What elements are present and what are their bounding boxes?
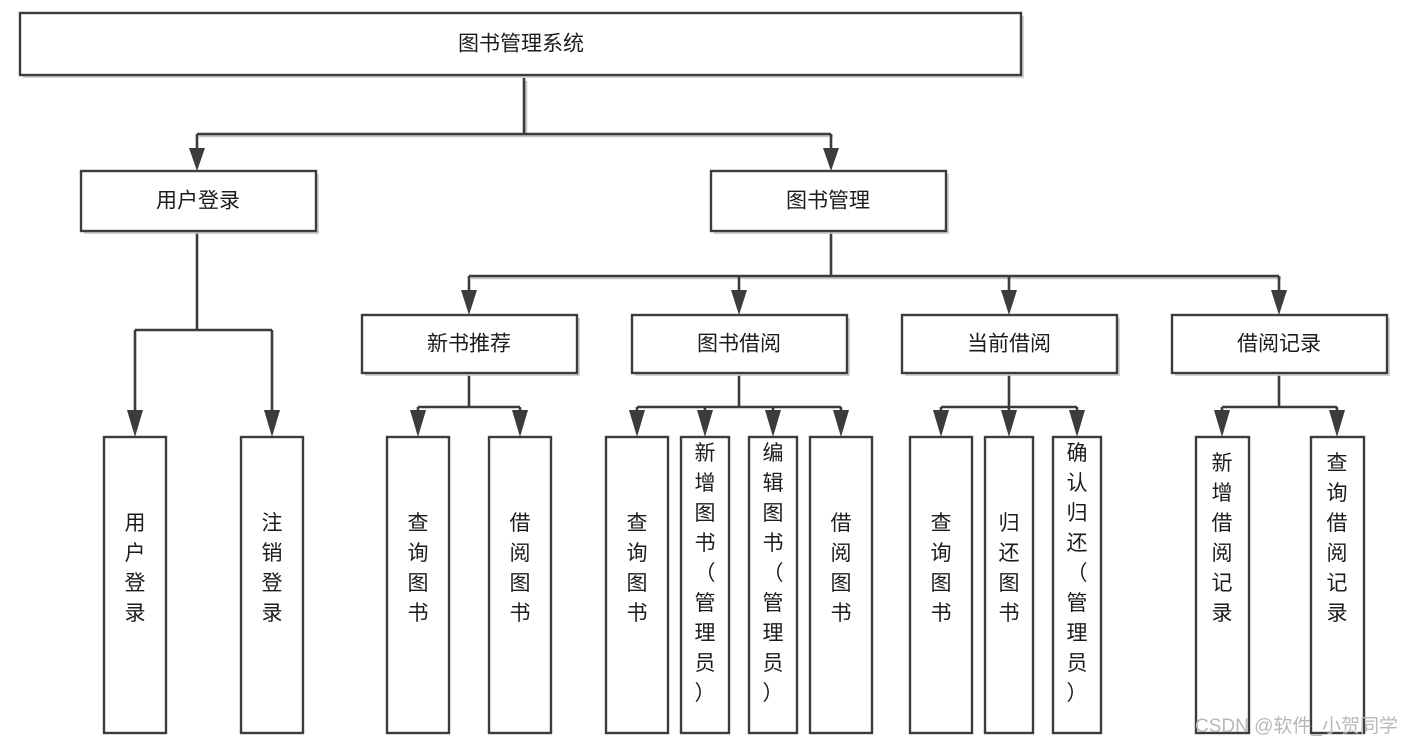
arrow-head-leaf-query-record — [1329, 410, 1345, 437]
node-leaf-confirm-return-box[interactable] — [1051, 435, 1103, 735]
node-leaf-user-logout[interactable]: 注销登录 — [239, 435, 305, 735]
node-leaf-edit-book[interactable]: 编辑图书（管理员） — [747, 435, 799, 735]
arrow-head-leaf-query-book-2 — [629, 410, 645, 437]
connector-layer — [127, 78, 1345, 437]
node-leaf-add-record-box[interactable] — [1194, 435, 1251, 735]
node-leaf-query-book-2[interactable]: 查询图书 — [604, 435, 670, 735]
arrow-head-leaf-query-book-1 — [410, 410, 426, 437]
node-user-login-box[interactable] — [79, 169, 318, 233]
node-leaf-user-logout-label: 注销登录 — [262, 512, 283, 625]
node-leaf-add-record[interactable]: 新增借阅记录 — [1194, 435, 1251, 735]
node-leaf-user-login[interactable]: 用户登录 — [102, 435, 168, 735]
node-new-book-recommend-box[interactable] — [360, 313, 579, 375]
node-root-label: 图书管理系统 — [458, 33, 584, 56]
node-current-borrow-label: 当前借阅 — [967, 333, 1051, 356]
node-leaf-query-book-1[interactable]: 查询图书 — [385, 435, 451, 735]
arrow-head-leaf-borrow-book-2 — [833, 410, 849, 437]
node-leaf-confirm-return-label: 确认归还（管理员） — [1067, 442, 1088, 705]
node-leaf-return-book-box[interactable] — [983, 435, 1035, 735]
node-root-box[interactable] — [18, 11, 1023, 77]
node-borrow-record-label: 借阅记录 — [1237, 333, 1321, 356]
node-leaf-return-book[interactable]: 归还图书 — [983, 435, 1035, 735]
node-leaf-query-record[interactable]: 查询借阅记录 — [1309, 435, 1366, 735]
node-book-management-label: 图书管理 — [786, 190, 870, 213]
node-leaf-query-record-box[interactable] — [1309, 435, 1366, 735]
arrow-head-leaf-edit-book — [765, 410, 781, 437]
arrow-head-leaf-add-book — [697, 410, 713, 437]
arrow-head-borrow-record — [1271, 290, 1287, 315]
node-leaf-edit-book-label: 编辑图书（管理员） — [763, 442, 784, 705]
node-leaf-query-record-label: 查询借阅记录 — [1327, 452, 1348, 625]
node-leaf-return-book-label: 归还图书 — [999, 512, 1020, 625]
csdn-watermark: CSDN @软件_小贺同学 — [1195, 715, 1398, 737]
node-book-borrow-box[interactable] — [630, 313, 849, 375]
node-book-borrow-label: 图书借阅 — [697, 333, 781, 356]
node-book-management[interactable]: 图书管理 — [709, 169, 949, 234]
node-new-book-recommend[interactable]: 新书推荐 — [360, 313, 580, 376]
node-leaf-borrow-book-1-label: 借阅图书 — [510, 512, 531, 625]
node-leaf-query-book-2-box[interactable] — [604, 435, 670, 735]
node-leaf-borrow-book-2[interactable]: 借阅图书 — [808, 435, 874, 735]
node-leaf-borrow-book-1-box[interactable] — [487, 435, 553, 735]
arrow-head-leaf-user-logout — [264, 410, 280, 437]
node-book-management-box[interactable] — [709, 169, 948, 233]
node-leaf-user-login-label: 用户登录 — [125, 512, 146, 625]
node-leaf-borrow-book-2-label: 借阅图书 — [831, 512, 852, 625]
node-leaf-query-book-1-label: 查询图书 — [408, 512, 429, 625]
node-leaf-query-book-1-box[interactable] — [385, 435, 451, 735]
node-leaf-borrow-book-1[interactable]: 借阅图书 — [487, 435, 553, 735]
arrow-head-leaf-query-book-3 — [933, 410, 949, 437]
node-leaf-user-login-box[interactable] — [102, 435, 168, 735]
node-leaf-query-book-3[interactable]: 查询图书 — [908, 435, 974, 735]
node-leaf-query-book-2-label: 查询图书 — [627, 512, 648, 625]
node-root[interactable]: 图书管理系统 — [18, 11, 1024, 78]
node-user-login-label: 用户登录 — [156, 190, 240, 213]
arrow-head-leaf-add-record — [1214, 410, 1230, 437]
node-current-borrow-box[interactable] — [900, 313, 1119, 375]
node-new-book-recommend-label: 新书推荐 — [427, 333, 511, 356]
arrow-head-leaf-user-login — [127, 410, 143, 437]
node-leaf-add-book[interactable]: 新增图书（管理员） — [679, 435, 731, 735]
node-current-borrow[interactable]: 当前借阅 — [900, 313, 1120, 376]
node-leaf-query-book-3-label: 查询图书 — [931, 512, 952, 625]
node-leaf-add-book-label: 新增图书（管理员） — [695, 442, 716, 705]
node-borrow-record[interactable]: 借阅记录 — [1170, 313, 1390, 376]
node-borrow-record-box[interactable] — [1170, 313, 1389, 375]
node-leaf-confirm-return[interactable]: 确认归还（管理员） — [1051, 435, 1103, 735]
arrow-head-book-borrow — [731, 290, 747, 315]
node-leaf-user-logout-box[interactable] — [239, 435, 305, 735]
node-leaf-borrow-book-2-box[interactable] — [808, 435, 874, 735]
arrow-head-leaf-confirm-return — [1069, 410, 1085, 437]
node-leaf-query-book-3-box[interactable] — [908, 435, 974, 735]
node-book-borrow[interactable]: 图书借阅 — [630, 313, 850, 376]
node-leaf-add-book-box[interactable] — [679, 435, 731, 735]
arrow-head-user-login — [189, 148, 205, 171]
node-leaf-add-record-label: 新增借阅记录 — [1212, 452, 1233, 625]
arrow-head-new-book-recommend — [461, 290, 477, 315]
arrow-head-leaf-return-book — [1001, 410, 1017, 437]
arrow-head-leaf-borrow-book-1 — [512, 410, 528, 437]
node-user-login[interactable]: 用户登录 — [79, 169, 319, 234]
arrow-head-current-borrow — [1001, 290, 1017, 315]
node-leaf-edit-book-box[interactable] — [747, 435, 799, 735]
arrow-head-book-management — [823, 148, 839, 171]
